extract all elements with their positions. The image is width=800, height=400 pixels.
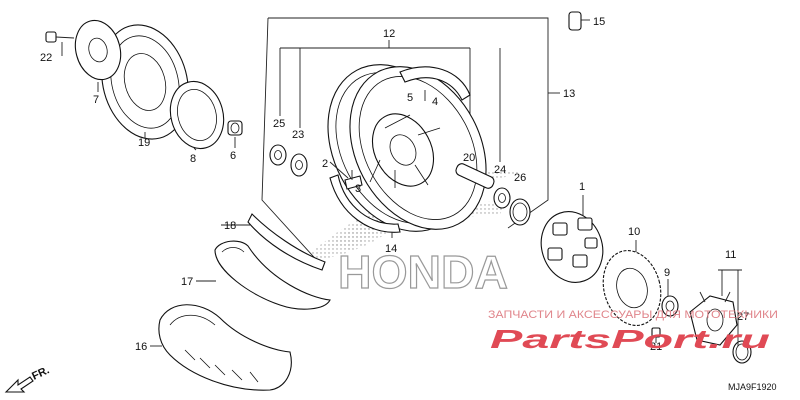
disc-carrier bbox=[74, 19, 122, 81]
bolt-22 bbox=[45, 31, 75, 43]
callout-5: 5 bbox=[407, 92, 413, 104]
o-ring-27 bbox=[732, 340, 752, 364]
damper-ring bbox=[169, 80, 225, 150]
hub-flange bbox=[689, 291, 738, 346]
front-marker-label: FR. bbox=[30, 364, 51, 382]
callout-6: 6 bbox=[230, 150, 236, 162]
callout-11: 11 bbox=[725, 249, 736, 261]
watermark-logo: PartsPort.ru bbox=[490, 324, 770, 354]
diagram-code: MJA9F1920 bbox=[728, 382, 777, 392]
callout-20: 20 bbox=[463, 152, 475, 164]
leader-lines bbox=[61, 42, 742, 347]
callout-26: 26 bbox=[514, 172, 526, 184]
rim-band bbox=[329, 66, 471, 233]
callout-10: 10 bbox=[628, 226, 640, 238]
inner-tube bbox=[214, 240, 331, 310]
callout-2: 2 bbox=[322, 158, 328, 170]
callout-21: 21 bbox=[650, 341, 662, 353]
damper-holder bbox=[540, 211, 604, 283]
valve-cap bbox=[568, 11, 590, 31]
honda-brand-text: HONDA bbox=[338, 246, 508, 298]
callout-3: 3 bbox=[355, 183, 361, 195]
callout-1: 1 bbox=[579, 181, 585, 193]
tire bbox=[158, 304, 292, 391]
rim-strip bbox=[247, 213, 326, 271]
axle-and-bearings bbox=[269, 144, 531, 226]
callout-9: 9 bbox=[664, 267, 670, 279]
callout-12: 12 bbox=[383, 28, 395, 40]
callout-7: 7 bbox=[93, 94, 99, 106]
callout-19: 19 bbox=[138, 137, 150, 149]
callout-17: 17 bbox=[181, 276, 193, 288]
callout-8: 8 bbox=[190, 153, 196, 165]
callout-23: 23 bbox=[292, 129, 304, 141]
wheel-rim bbox=[327, 64, 487, 232]
brake-disc bbox=[101, 24, 189, 140]
callout-15: 15 bbox=[593, 16, 605, 28]
callout-13: 13 bbox=[563, 88, 575, 100]
callout-22: 22 bbox=[40, 52, 52, 64]
callout-25: 25 bbox=[273, 118, 285, 130]
callout-18: 18 bbox=[224, 220, 236, 232]
watermark-text: ЗАПЧАСТИ И АКСЕССУАРЫ ДЛЯ МОТОТЕХНИКИ bbox=[488, 309, 778, 321]
callout-24: 24 bbox=[494, 164, 506, 176]
callout-14: 14 bbox=[385, 243, 397, 255]
assembly-bracket bbox=[261, 17, 560, 267]
front-direction-arrow bbox=[4, 376, 34, 393]
callouts: 12 13 15 5 4 25 23 2 3 20 24 26 14 1 10 … bbox=[40, 16, 749, 353]
driven-sprocket bbox=[602, 250, 662, 326]
seal-9 bbox=[661, 295, 679, 317]
callout-16: 16 bbox=[135, 341, 147, 353]
callout-4: 4 bbox=[432, 96, 438, 108]
callout-27: 27 bbox=[737, 311, 749, 323]
collar-6 bbox=[227, 120, 243, 136]
